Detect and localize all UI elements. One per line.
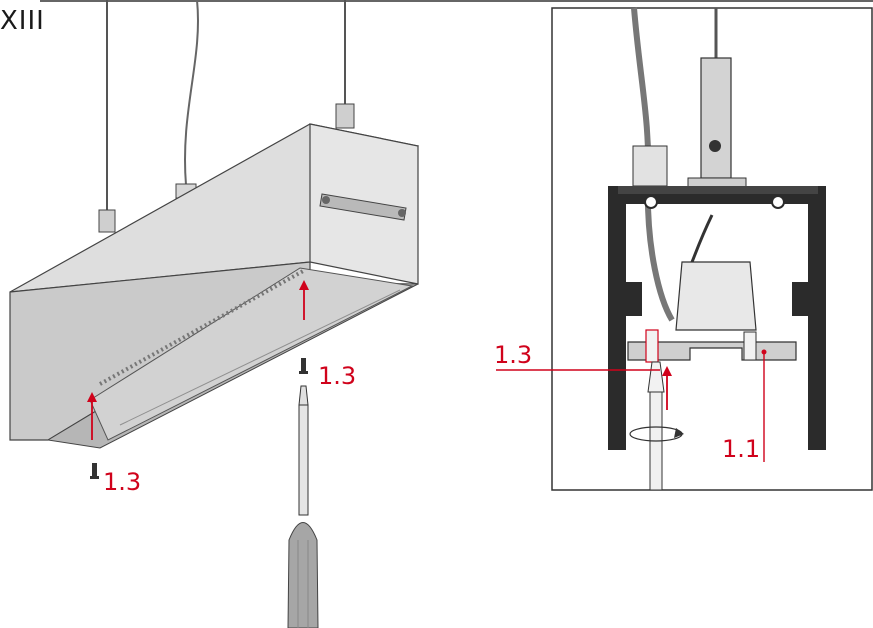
end-cap-screw-1	[322, 196, 330, 204]
end-cap-bracket	[319, 193, 407, 221]
diffuser	[89, 267, 414, 441]
screwdriver-icon	[287, 385, 319, 628]
profile-channel-right	[771, 195, 785, 209]
step-number: XIII	[0, 6, 45, 36]
detail-wire-gripper	[700, 57, 732, 179]
luminaire-view	[9, 0, 420, 628]
leader-dot-1-1	[761, 349, 767, 355]
diffuser-rib	[119, 289, 401, 426]
power-cable	[184, 0, 199, 186]
spring-clip-right	[743, 331, 757, 361]
insert-arrowhead-right	[299, 280, 309, 290]
profile-channel-left	[644, 195, 658, 209]
insert-arrowhead-left	[87, 392, 97, 402]
cross-section-view	[496, 7, 873, 491]
end-cap-screw-2	[398, 209, 406, 217]
led-strip	[99, 268, 306, 386]
callout-1-3-left-top: 1.3	[318, 362, 357, 390]
screw-icon	[90, 463, 99, 479]
gripper-hole	[709, 140, 721, 152]
driver-wire	[690, 214, 714, 263]
profile-rib-right	[792, 282, 808, 316]
callout-1-3-detail: 1.3	[494, 341, 533, 369]
spring-clip-left	[645, 329, 659, 363]
detail-cable-gland	[632, 145, 668, 187]
screw-icon	[299, 358, 308, 374]
profile-rib-left	[626, 282, 642, 316]
driver-housing	[675, 261, 757, 331]
rotation-arrowhead	[674, 428, 684, 438]
wire-gripper-left	[98, 209, 116, 233]
callout-1-1-detail: 1.1	[722, 435, 761, 463]
profile-top-flange	[618, 186, 818, 194]
callout-1-3-left-bottom: 1.3	[103, 468, 142, 496]
wire-gripper-right	[335, 103, 355, 129]
detail-insert-arrowhead	[662, 366, 672, 376]
